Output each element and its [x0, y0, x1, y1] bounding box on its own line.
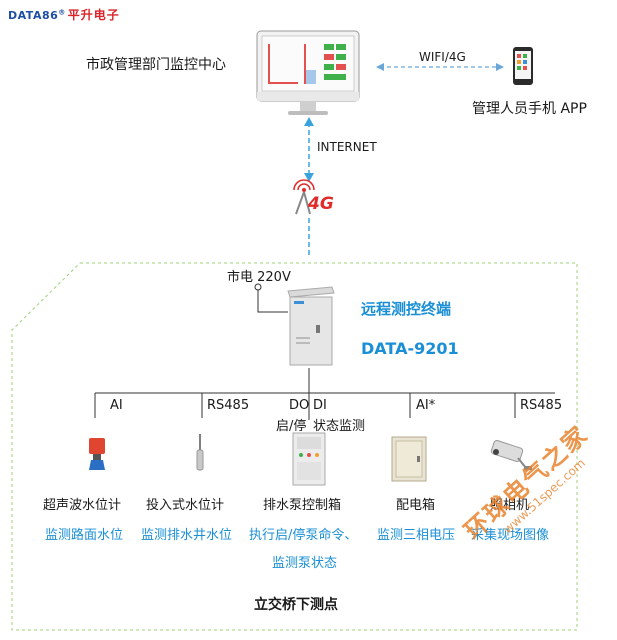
terminal-title: 远程测控终端 [361, 300, 452, 318]
device-name-4: 配电箱 [396, 498, 436, 513]
wifi-arrow-left [376, 63, 384, 71]
terminal-cabinet-icon [287, 286, 335, 366]
brand-logo: DATA86®平升电子 [8, 6, 120, 23]
pump-control-box-icon [292, 432, 326, 486]
device-desc-4: 监测三相电压 [377, 528, 456, 543]
brand-reg: ® [58, 8, 66, 17]
brand-name: DATA86 [8, 9, 59, 22]
wifi-arrow-right [496, 63, 504, 71]
device-desc-2: 监测排水井水位 [141, 528, 233, 543]
center-label: 市政管理部门监控中心 [86, 57, 226, 73]
bus-ai-star-label: AI* [416, 398, 436, 413]
internet-arrow-down [304, 173, 314, 182]
device-desc-3b: 监测泵状态 [272, 556, 338, 571]
bus-di-label: DI [313, 398, 327, 413]
device-name-3: 排水泵控制箱 [263, 498, 342, 513]
bus-do-label: DO [289, 398, 310, 413]
bus-di-sub-label: 状态监测 [313, 419, 366, 434]
device-desc-1: 监测路面水位 [45, 528, 124, 543]
internet-label: INTERNET [317, 140, 377, 154]
phone-label: 管理人员手机 APP [472, 101, 587, 117]
ultrasonic-sensor-icon [89, 438, 105, 470]
phone-icon [513, 47, 533, 85]
bus-rs485-1-label: RS485 [207, 398, 250, 413]
4g-label: 4G [308, 194, 334, 214]
camera-icon [490, 440, 532, 470]
bus-ai-label: AI [110, 398, 123, 413]
brand-cn: 平升电子 [67, 8, 120, 22]
power-line [257, 290, 288, 313]
immersion-sensor-icon [196, 434, 204, 471]
distribution-box-icon [391, 436, 427, 482]
power-label: 市电 220V [227, 270, 291, 285]
bus-rs485-2-label: RS485 [520, 398, 563, 413]
terminal-model: DATA-9201 [361, 339, 459, 358]
device-desc-3: 执行启/停泵命令、 [249, 528, 358, 543]
device-name-2: 投入式水位计 [146, 498, 225, 513]
site-boundary [11, 262, 578, 631]
device-name-1: 超声波水位计 [43, 498, 122, 513]
monitor-icon [256, 30, 360, 115]
wifi-label: WIFI/4G [419, 50, 466, 64]
internet-arrow-up [304, 117, 314, 126]
tower-4g-icon [293, 179, 315, 215]
device-desc-5: 采集现场图像 [471, 528, 550, 543]
bus-do-sub-label: 启/停 [276, 419, 307, 434]
site-label: 立交桥下测点 [254, 597, 338, 613]
device-name-5: 照相机 [490, 498, 530, 513]
